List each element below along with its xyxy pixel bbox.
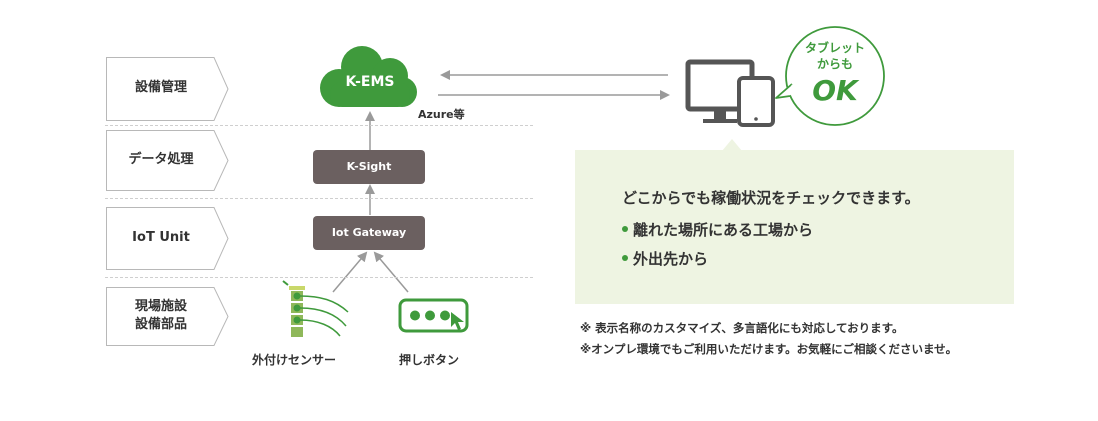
iot-gateway-node: Iot Gateway: [313, 216, 425, 250]
note-onpremise: ※オンプレ環境でもご利用いただけます。お気軽にご相談くださいませ。: [580, 342, 958, 356]
note-customization: ※ 表示名称のカスタマイズ、多言語化にも対応しております。: [580, 321, 904, 335]
monitor-tablet-icon: [685, 59, 775, 127]
push-button-icon: [398, 298, 469, 333]
kems-label: K-EMS: [345, 74, 395, 90]
bullet-dot: [622, 225, 628, 232]
layer-label-iot: IoT Unit: [132, 230, 190, 245]
layer-label-data: データ処理: [128, 152, 194, 167]
kems-cloud-shape: [320, 46, 417, 107]
layer-chevron-management: [106, 57, 229, 121]
layer-label-management: 設備管理: [134, 80, 187, 95]
sensor-caption: 外付けセンサー: [252, 353, 337, 367]
button-caption: 押しボタン: [399, 353, 460, 367]
layer-chevron-data: [106, 130, 229, 191]
layer-label-site: 現場施設 設備部品: [134, 299, 187, 332]
azure-label: Azure等: [418, 108, 465, 121]
layer-chevron-iot: [106, 207, 229, 270]
panel-bullet: 離れた場所にある工場から: [622, 219, 813, 240]
arrow-button-to-gateway: [373, 251, 409, 293]
tablet-ok-bubble: [775, 26, 885, 126]
info-panel: どこからでも稼働状況をチェックできます。 離れた場所にある工場から 外出先から: [575, 150, 1014, 304]
panel-pointer: [722, 139, 742, 151]
bullet-dot: [622, 254, 628, 261]
panel-heading: どこからでも稼働状況をチェックできます。: [622, 189, 920, 207]
bubble-text-tablet: タブレット からも: [804, 41, 865, 71]
bubble-text-ok: OK: [812, 74, 858, 107]
layer-separator: [105, 277, 533, 278]
layer-separator: [105, 198, 533, 199]
ksight-node: K-Sight: [313, 150, 425, 184]
arrow-sensor-to-gateway: [332, 251, 368, 293]
panel-bullet: 外出先から: [622, 248, 708, 269]
sensor-icon: [282, 280, 349, 337]
layer-separator: [105, 125, 533, 126]
layer-chevron-site: [106, 287, 229, 346]
